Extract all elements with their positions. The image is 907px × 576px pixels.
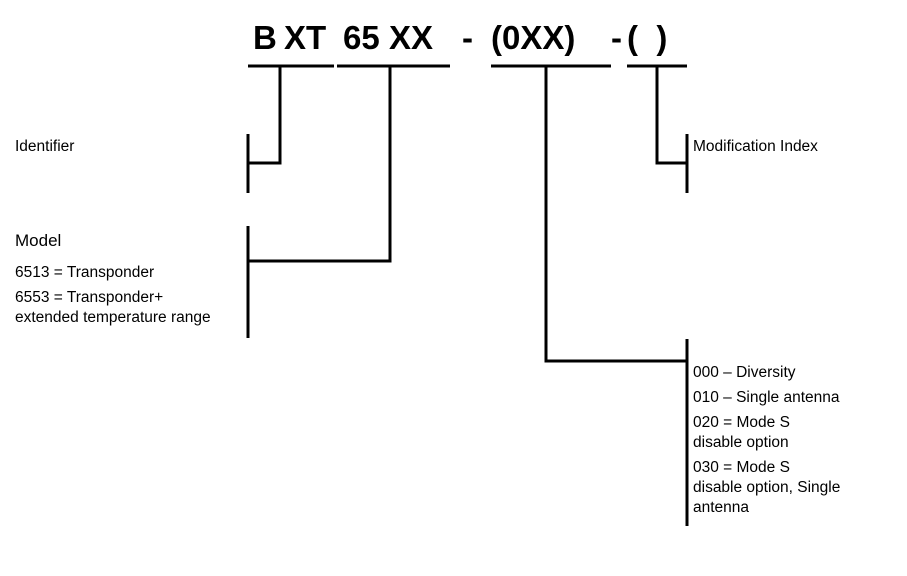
identifier-label: Identifier <box>15 138 75 155</box>
model-item-6553-line1: 6553 = Transponder+ <box>15 289 164 306</box>
code-model-xx: XX <box>389 19 433 56</box>
option-item-030: 030 = Mode S disable option, Single ante… <box>693 458 840 518</box>
connector-model <box>248 66 392 263</box>
connector-identifier <box>248 66 282 165</box>
code-option: (0XX) <box>491 19 575 56</box>
modification-index-label: Modification Index <box>693 138 818 155</box>
code-model-65: 65 <box>343 19 380 56</box>
option-item-010: 010 – Single antenna <box>693 389 840 406</box>
option-item-030-line2: disable option, Single <box>693 479 841 496</box>
option-item-030-line1: 030 = Mode S <box>693 459 790 476</box>
model-item-6553: 6553 = Transponder+ extended temperature… <box>15 288 211 328</box>
code-dash-2: - <box>611 19 622 56</box>
code-mod-index: ( ) <box>627 19 667 56</box>
code-b: B <box>253 19 277 56</box>
model-item-6553-line2: extended temperature range <box>15 309 211 326</box>
code-dash-1: - <box>462 19 473 56</box>
model-item-6513: 6513 = Transponder <box>15 264 155 281</box>
model-block: Model 6513 = Transponder 6553 = Transpon… <box>15 231 211 328</box>
connector-mod-index <box>655 66 687 165</box>
connector-option <box>544 66 687 363</box>
option-item-000: 000 – Diversity <box>693 364 796 381</box>
option-item-020-line2: disable option <box>693 434 789 451</box>
model-title: Model <box>15 231 62 250</box>
code-xt: XT <box>284 19 326 56</box>
option-item-020: 020 = Mode S disable option <box>693 413 840 453</box>
option-item-030-line3: antenna <box>693 499 750 516</box>
option-item-020-line1: 020 = Mode S <box>693 414 790 431</box>
options-block: 000 – Diversity 010 – Single antenna 020… <box>693 363 840 518</box>
